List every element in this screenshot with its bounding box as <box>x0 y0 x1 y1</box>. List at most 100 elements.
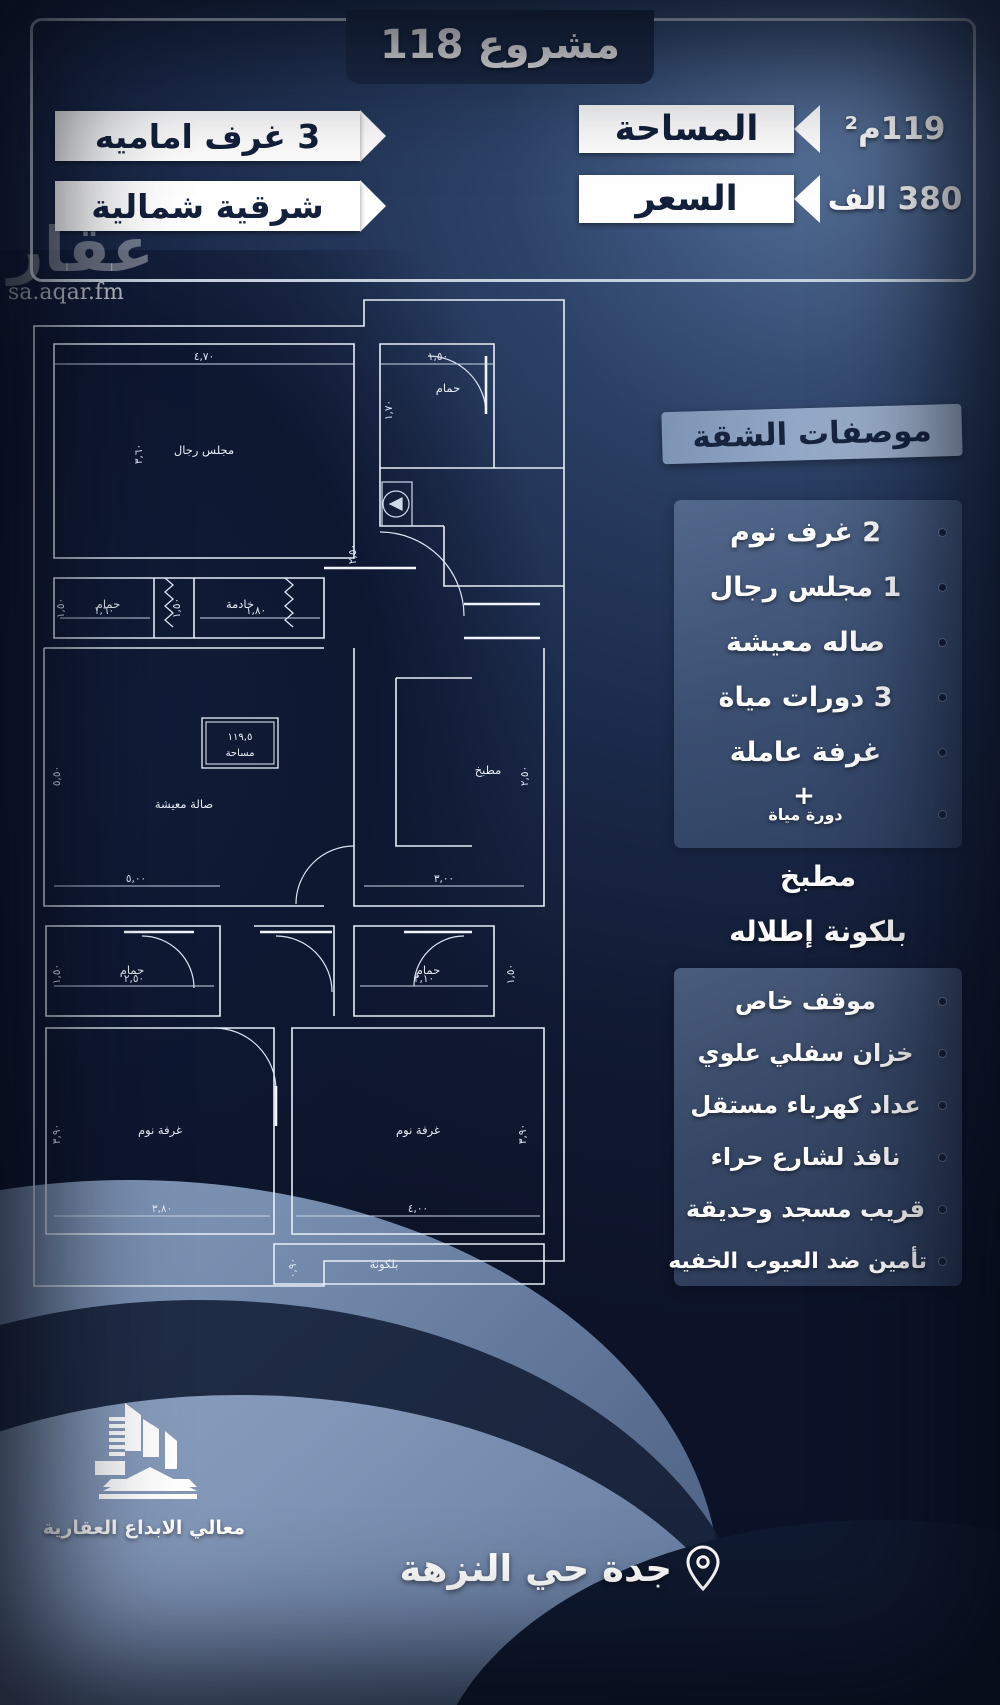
project-title-tab: مشروع 118 <box>346 10 654 84</box>
list-item: 3 دورات مياة <box>674 670 962 725</box>
dimension-label: ٢,٥٠ <box>519 766 531 786</box>
room-label: مجلس رجال <box>174 443 234 458</box>
room-label: حمام <box>120 963 144 977</box>
list-item-label: 3 دورات مياة <box>718 682 893 713</box>
specs-list-primary-tail: دورة مياة <box>674 805 962 824</box>
dimension-label: ٣,٩٠ <box>517 1124 529 1144</box>
dimension-label: ٢,٥٠ <box>347 544 359 564</box>
dimension-label: ١,٥٠ <box>428 351 448 363</box>
price-chip: 380 الف السعر <box>579 175 970 223</box>
room-label: غرفة نوم <box>138 1123 182 1138</box>
area-badge-value: ١١٩,٥ <box>228 732 253 743</box>
area-label: المساحة <box>579 105 794 153</box>
specs-plus-separator: + <box>793 781 815 811</box>
dimension-label: ٢,٥٠ <box>124 973 144 985</box>
dimension-label: ٢,١٠ <box>414 973 434 985</box>
dimension-label: ١,٨٠ <box>246 605 266 617</box>
area-chip: 119م² المساحة <box>579 105 970 153</box>
direction-chip: شرقية شمالية <box>55 180 386 232</box>
dimension-label: ١,٥٠ <box>51 964 63 984</box>
specs-list-primary: 2 غرف نوم 1 مجلس رجال صاله معيشة 3 دورات… <box>674 505 962 780</box>
dimension-label: ٥,٠٠ <box>126 873 146 885</box>
room-label: بلكونة <box>370 1257 399 1272</box>
dimension-label: ١,٥٠ <box>171 598 183 618</box>
bullet-icon <box>939 584 946 591</box>
bullet-icon <box>939 1205 946 1213</box>
list-item: دورة مياة <box>674 805 962 824</box>
list-item: تأمين ضد العيوب الخفيه <box>668 1235 962 1287</box>
specs-title: موصفات الشقة <box>691 412 933 456</box>
company-logo-block: معالي الابداع العقارية <box>42 1395 245 1539</box>
building-logo-icon <box>95 1403 197 1499</box>
price-label: السعر <box>579 175 794 223</box>
location-block: جدة حي النزهة <box>300 1540 720 1596</box>
list-item: غرفة عاملة <box>674 725 962 780</box>
list-item-label: غرفة عاملة <box>729 737 882 768</box>
room-label: حمام <box>436 381 460 395</box>
page-title: مشروع 118 <box>380 22 620 68</box>
room-label: غرفة نوم <box>396 1123 440 1138</box>
watermark-url: sa.aqar.fm <box>8 279 124 305</box>
dimension-label: ٣,٦٠ <box>133 444 145 464</box>
bullet-icon <box>939 639 946 646</box>
dimension-label: ٣,٨٠ <box>152 1203 172 1215</box>
dimension-label: ١,٧٠ <box>383 400 395 420</box>
bullet-icon <box>939 1049 946 1057</box>
room-label: خادمة <box>226 597 254 611</box>
specs-panel-primary <box>674 500 962 848</box>
poster-header: مشروع 118 119م² المساحة 380 الف السعر 3 … <box>0 0 1000 300</box>
bullet-icon <box>939 1257 946 1265</box>
area-badge-label: مساحة <box>226 748 255 759</box>
bullet-icon <box>939 1153 946 1161</box>
list-item-label: موقف خاص <box>734 987 877 1015</box>
specs-free-line-kitchen: مطبخ <box>779 860 857 893</box>
bullet-icon <box>939 529 946 536</box>
room-label: صالة معيشة <box>155 797 213 811</box>
list-item: عداد كهرباء مستقل <box>674 1079 962 1131</box>
specs-panel-secondary <box>674 968 962 1286</box>
bullet-icon <box>939 997 946 1005</box>
specs-title-banner: موصفات الشقة <box>661 403 963 465</box>
bullet-icon <box>939 811 946 818</box>
chevron-right-icon <box>360 180 386 232</box>
dimension-label: ٣,٠٠ <box>434 873 454 885</box>
location-city: جدة حي النزهة <box>399 1546 672 1590</box>
location-pin-icon <box>686 1545 720 1591</box>
floor-plan-drawing: مجلس رجال حمام خادمة حمام صالة معيشة مطب… <box>33 299 565 1287</box>
dimension-label: ١,٦٠ <box>94 605 114 617</box>
list-item: موقف خاص <box>674 975 962 1027</box>
room-label: حمام <box>96 597 120 611</box>
room-label: مطبخ <box>475 763 502 777</box>
company-name: معالي الابداع العقارية <box>42 1517 245 1539</box>
bullet-icon <box>939 694 946 701</box>
specs-list-secondary: موقف خاص خزان سفلي علوي عداد كهرباء مستق… <box>668 975 962 1287</box>
bullet-icon <box>939 1101 946 1109</box>
list-item: نافذ لشارع حراء <box>674 1131 962 1183</box>
rooms-chip: 3 غرف اماميه <box>55 110 386 162</box>
list-item-label: 2 غرف نوم <box>729 517 882 548</box>
chevron-right-icon <box>360 110 386 162</box>
price-value: 380 الف <box>827 181 963 217</box>
dimension-label: ٤,٠٠ <box>408 1203 428 1215</box>
list-item: 2 غرف نوم <box>674 505 962 560</box>
watermark-brand: عقار <box>8 213 154 286</box>
rooms-label: 3 غرف اماميه <box>55 111 360 161</box>
list-item-label: عداد كهرباء مستقل <box>690 1091 921 1119</box>
list-item-label: تأمين ضد العيوب الخفيه <box>668 1248 927 1274</box>
list-item: 1 مجلس رجال <box>674 560 962 615</box>
dimension-label: ١,٥٠ <box>55 598 67 618</box>
dimension-label: ١,٥٠ <box>505 964 517 984</box>
list-item-label: دورة مياة <box>768 805 843 824</box>
watermark: عقار sa.aqar.fm <box>8 213 154 305</box>
specs-free-line-balcony: بلكونة إطلاله <box>729 915 907 948</box>
list-item-label: نافذ لشارع حراء <box>710 1143 901 1171</box>
list-item-label: خزان سفلي علوي <box>697 1039 914 1067</box>
dimension-label: ٠,٩٠ <box>287 1258 299 1278</box>
dimension-label: ٥,٥٠ <box>51 766 63 786</box>
list-item-label: 1 مجلس رجال <box>709 572 902 603</box>
floor-plan: مجلس رجال حمام خادمة حمام صالة معيشة مطب… <box>24 286 584 1296</box>
room-label: حمام <box>416 963 440 977</box>
list-item-label: قريب مسجد وحديقة <box>685 1195 926 1223</box>
list-item: خزان سفلي علوي <box>674 1027 962 1079</box>
